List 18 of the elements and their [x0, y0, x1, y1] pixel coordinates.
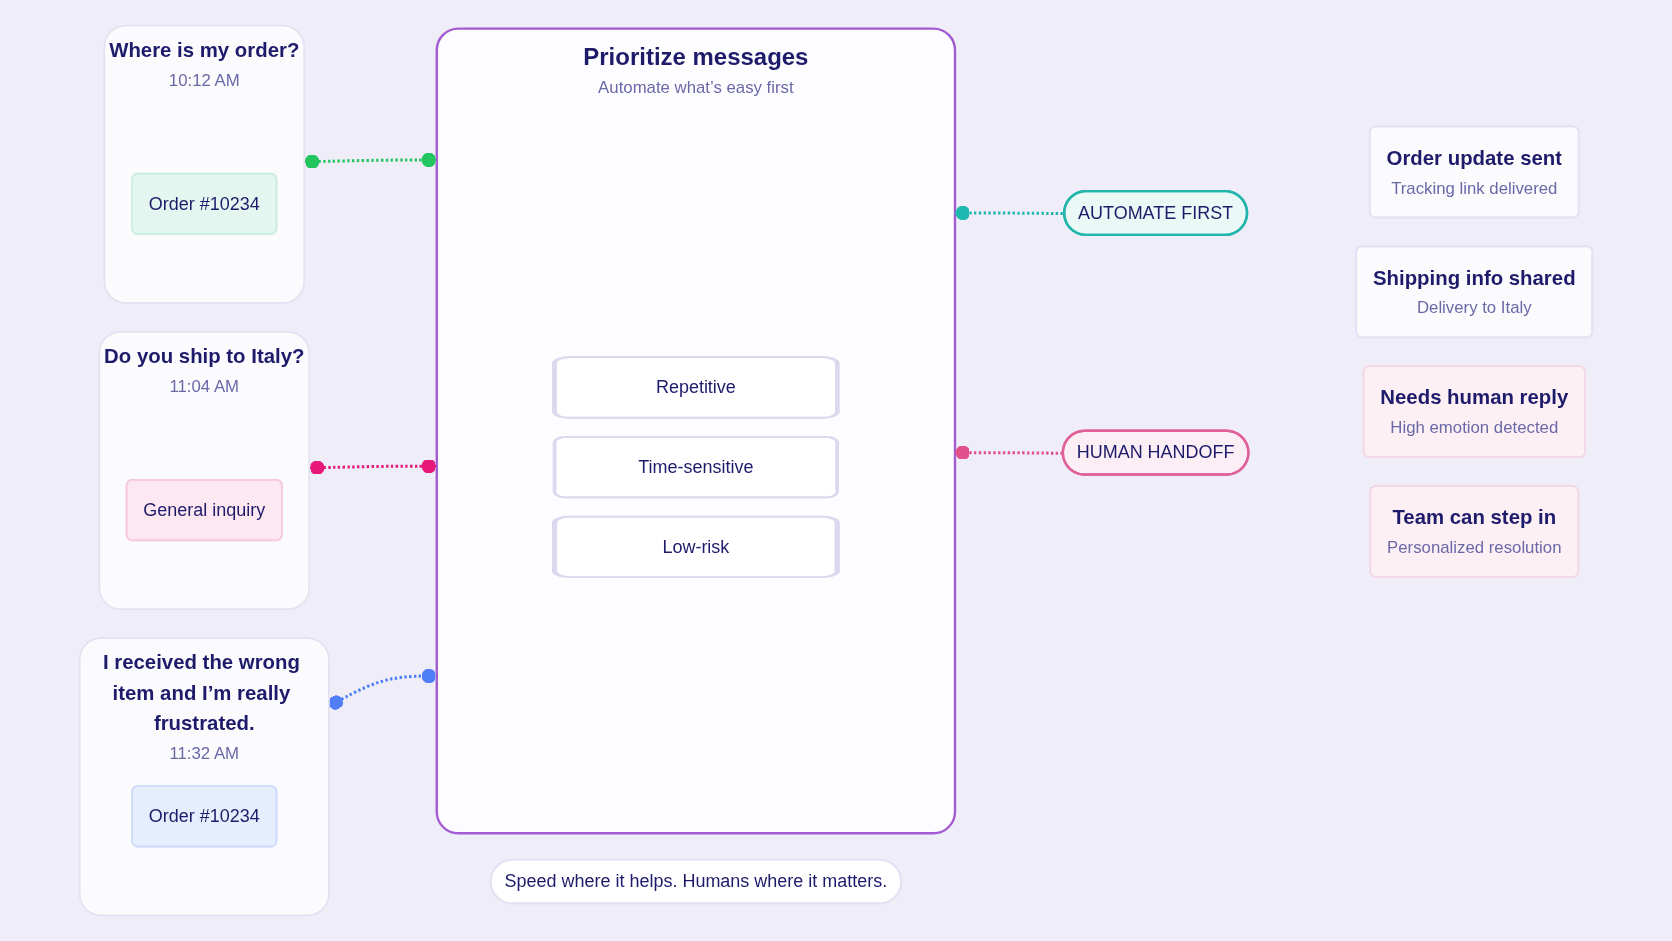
- tag-chip: General inquiry: [125, 478, 283, 542]
- status-card: Needs human reply High emotion detected: [1362, 365, 1586, 459]
- dashed-connector: [304, 152, 437, 169]
- status-card: Team can step in Personalized resolution: [1369, 485, 1580, 578]
- tag-chip: Order #10234: [131, 172, 278, 235]
- dashed-connector: [955, 205, 1065, 221]
- tagline-banner: Speed where it helps. Humans where it matters.: [489, 858, 902, 905]
- dashed-connector: [309, 458, 437, 475]
- tag-chip: Order #10234: [131, 785, 278, 848]
- dashed-connector: [955, 445, 1064, 460]
- status-card: Order update sent Tracking link delivered: [1368, 125, 1580, 219]
- status-card: Shipping info shared Delivery to Italy: [1355, 245, 1594, 339]
- dashed-connector: [328, 668, 437, 710]
- category-row: Low-risk: [553, 515, 839, 579]
- category-row: Repetitive: [553, 355, 839, 420]
- category-row: Time-sensitive: [553, 435, 839, 499]
- section-pill: HUMAN HANDOFF: [1061, 429, 1250, 476]
- section-pill: AUTOMATE FIRST: [1063, 189, 1249, 237]
